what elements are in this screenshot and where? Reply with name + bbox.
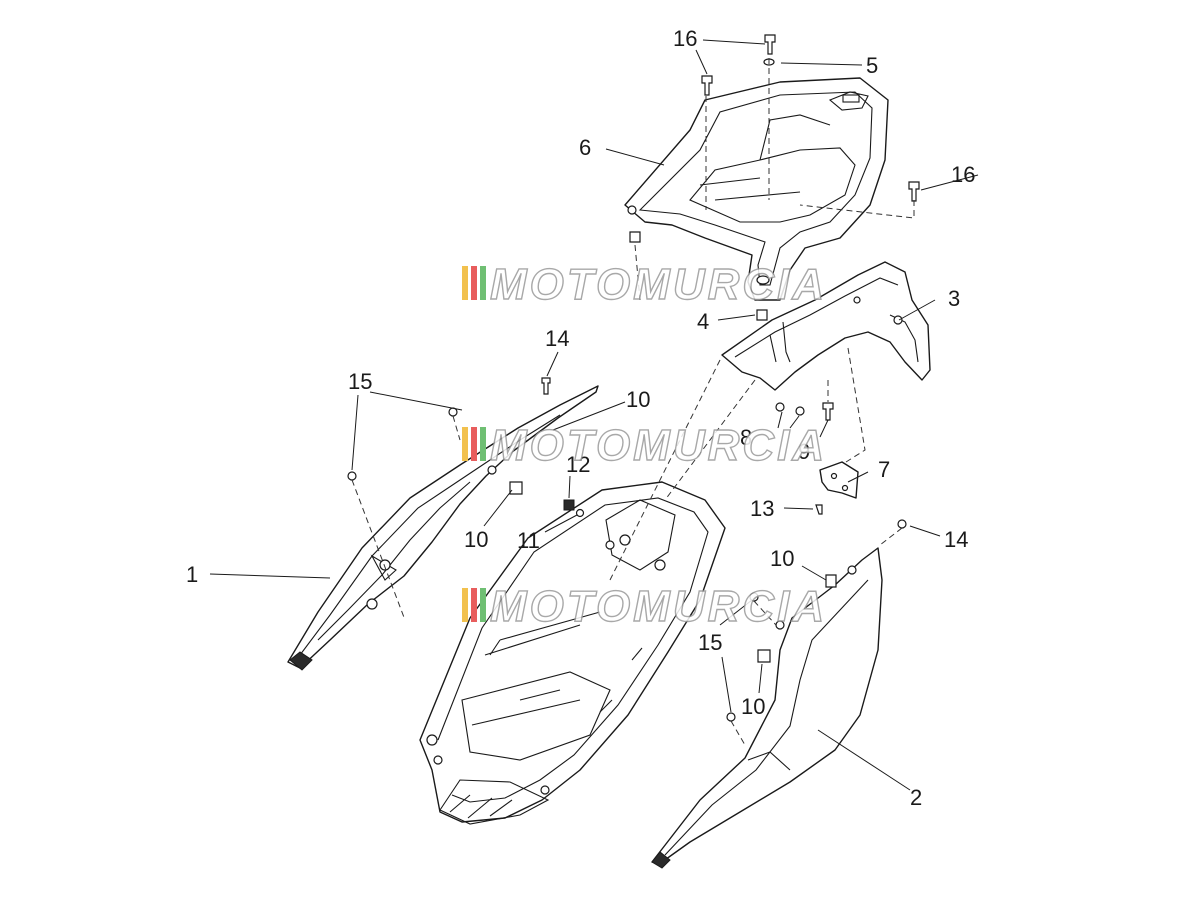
callout-10c: 10	[770, 546, 794, 571]
callout-5: 5	[866, 53, 878, 78]
watermark-stripe	[462, 266, 468, 300]
callout-14b: 14	[944, 527, 968, 552]
rear-undertray-frame	[419, 481, 726, 825]
watermark-text: MOTOMURCIA	[490, 421, 827, 470]
callout-labels: 16 5 6 16 3 4 14 15 10 8 9 12 7 13 10 11…	[186, 26, 975, 810]
watermark-3: MOTOMURCIA	[462, 581, 827, 632]
watermark-2: MOTOMURCIA	[462, 420, 827, 471]
callout-16b: 16	[951, 162, 975, 187]
callout-12: 12	[566, 452, 590, 477]
callout-15a: 15	[348, 369, 372, 394]
part-7-plate	[819, 461, 859, 499]
watermark-stripe	[462, 427, 468, 461]
callout-14a: 14	[545, 326, 569, 351]
callout-15b: 15	[698, 630, 722, 655]
part-3-tail-cover	[721, 261, 931, 391]
watermark-stripe	[471, 427, 477, 461]
callout-11: 11	[517, 528, 540, 553]
callout-6: 6	[579, 135, 591, 160]
watermark-stripe	[480, 588, 486, 622]
callout-9: 9	[798, 439, 810, 464]
watermark-stripe	[462, 588, 468, 622]
callout-13: 13	[750, 496, 774, 521]
callout-10d: 10	[741, 694, 765, 719]
callout-2: 2	[910, 785, 922, 810]
watermark-stripe	[471, 588, 477, 622]
callout-10b: 10	[464, 527, 488, 552]
watermark-text: MOTOMURCIA	[490, 582, 827, 631]
hardware-items	[347, 34, 920, 722]
watermark-text: MOTOMURCIA	[490, 260, 827, 309]
part-6-seat-frame	[624, 77, 889, 301]
assembly-lines	[351, 58, 915, 746]
leader-lines	[209, 39, 979, 791]
callout-7: 7	[878, 457, 890, 482]
callout-16a: 16	[673, 26, 697, 51]
watermark-stripe	[471, 266, 477, 300]
callout-3: 3	[948, 286, 960, 311]
watermark-1: MOTOMURCIA	[462, 259, 827, 310]
part-2-right-side-fairing	[651, 547, 883, 869]
watermark-stripe	[480, 266, 486, 300]
watermark-stripe	[480, 427, 486, 461]
callout-4: 4	[697, 309, 709, 334]
part-1-left-side-fairing	[287, 385, 599, 671]
callout-8: 8	[740, 425, 752, 450]
callout-1: 1	[186, 562, 198, 587]
callout-10a: 10	[626, 387, 650, 412]
